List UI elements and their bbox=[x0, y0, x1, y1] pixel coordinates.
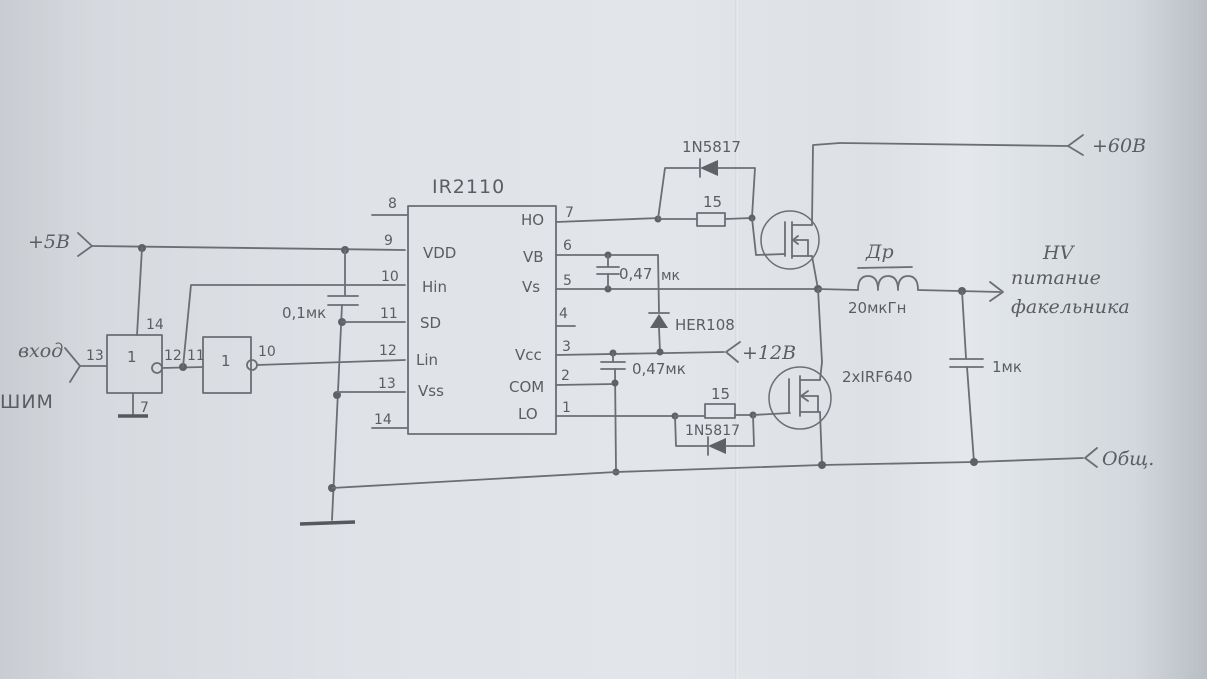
junction bbox=[818, 461, 826, 469]
pin-number: 3 bbox=[562, 339, 571, 355]
pin-number: 10 bbox=[258, 344, 276, 360]
pin-label: COM bbox=[509, 378, 544, 396]
pin-label: Lin bbox=[416, 351, 438, 369]
wire-inv1-vcc bbox=[136, 247, 143, 336]
mosfet-low-side bbox=[768, 366, 832, 430]
plus5v-label: +5В bbox=[28, 231, 70, 253]
diode-boot-label: HER108 bbox=[675, 316, 735, 334]
pin-label: Hin bbox=[422, 278, 447, 296]
diode-icon bbox=[650, 314, 668, 328]
port-arrow-icon bbox=[1067, 134, 1084, 156]
resistor-icon bbox=[696, 212, 726, 227]
pin-number: 11 bbox=[187, 348, 205, 364]
inductor-icon bbox=[857, 275, 919, 291]
inductor-value: 20мкГн bbox=[848, 299, 906, 317]
inverter-2: 1 11 10 bbox=[187, 336, 276, 394]
inversion-bubble-icon bbox=[246, 359, 258, 371]
plus5v-port: +5В bbox=[28, 231, 93, 257]
port-arrow-icon bbox=[725, 341, 741, 363]
pin-label: HO bbox=[521, 211, 544, 229]
junction bbox=[333, 391, 341, 399]
pin-number: 14 bbox=[374, 412, 392, 428]
junction bbox=[656, 348, 664, 356]
ground-icon bbox=[299, 520, 356, 526]
pin-number: 4 bbox=[559, 306, 568, 322]
inductor: Др 20мкГн bbox=[848, 241, 919, 317]
inversion-bubble-icon bbox=[151, 362, 163, 374]
wire-drain-high bbox=[811, 142, 841, 226]
output-label-line3: факельника bbox=[1011, 296, 1130, 318]
output-arrow-icon bbox=[989, 281, 1004, 302]
paper-fold bbox=[735, 0, 738, 679]
inductor-name: Др bbox=[865, 241, 894, 263]
cap-boot-unit: мк bbox=[661, 268, 680, 284]
pin-number: 1 bbox=[562, 400, 571, 416]
wire-hin bbox=[182, 284, 406, 368]
pin-number: 13 bbox=[378, 376, 396, 392]
diode-high-label: 1N5817 bbox=[682, 138, 741, 156]
port-arrow-icon bbox=[77, 232, 93, 257]
pin-label: Vss bbox=[418, 382, 444, 400]
cap-vcc-label: 0,47мк bbox=[632, 360, 686, 378]
inverter-symbol: 1 bbox=[221, 352, 231, 370]
resistor-high-label: 15 bbox=[703, 193, 722, 211]
diode-low-label: 1N5817 bbox=[685, 423, 740, 439]
output-label-hv: HV bbox=[1042, 242, 1076, 264]
mosfet-icon bbox=[768, 366, 832, 430]
wire-lin bbox=[256, 359, 406, 366]
pin-number: 2 bbox=[561, 368, 570, 384]
mosfet-high-side bbox=[760, 210, 820, 270]
pin-label: VB bbox=[523, 248, 544, 266]
cap-boot-label: 0,47 bbox=[619, 265, 652, 283]
wire-60v bbox=[839, 142, 1069, 147]
cap-vdd-label: 0,1мк bbox=[282, 304, 326, 322]
pwm-input-port: вход ШИМ bbox=[0, 340, 108, 413]
pin-label: LO bbox=[518, 405, 538, 423]
pin-number: 7 bbox=[140, 400, 149, 416]
pin-number: 7 bbox=[565, 205, 574, 221]
junction bbox=[611, 379, 619, 387]
wire-switch-node bbox=[817, 288, 823, 363]
mosfet-icon bbox=[760, 210, 820, 270]
port-arrow-icon bbox=[1084, 447, 1098, 468]
pin-number: 9 bbox=[384, 233, 393, 249]
resistor-low-label: 15 bbox=[711, 385, 730, 403]
ir2110-chip: IR2110 8 9 VDD 10 Hin 11 SD 12 Lin 13 Vs… bbox=[371, 176, 819, 435]
pin-number: 12 bbox=[379, 343, 397, 359]
diode-icon bbox=[708, 438, 726, 454]
plus60v-label: +60В bbox=[1092, 135, 1146, 157]
wire-vss-bus bbox=[331, 304, 343, 521]
pwm-label: ШИМ bbox=[0, 391, 54, 413]
input-label: вход bbox=[18, 340, 63, 362]
inverter-body bbox=[106, 334, 163, 394]
pin-number: 6 bbox=[563, 238, 572, 254]
pin-label: Vs bbox=[522, 278, 540, 296]
pin-label: Vcc bbox=[515, 346, 542, 364]
port-arrow-icon bbox=[64, 347, 81, 383]
pin-label: VDD bbox=[423, 244, 456, 262]
pin-label: SD bbox=[420, 314, 441, 332]
pin-number: 13 bbox=[86, 348, 104, 364]
mosfet-label: 2хIRF640 bbox=[842, 368, 913, 386]
pin-number: 10 bbox=[381, 269, 399, 285]
resistor-icon bbox=[704, 403, 736, 419]
output-label-line2: питание bbox=[1011, 267, 1101, 289]
cap-out-label: 1мк bbox=[992, 358, 1022, 376]
pin-number: 12 bbox=[164, 348, 182, 364]
pin-number: 8 bbox=[388, 196, 397, 212]
pin-number: 11 bbox=[380, 306, 398, 322]
junction bbox=[970, 458, 978, 466]
common-label: Общ. bbox=[1102, 448, 1154, 470]
diode-icon bbox=[700, 160, 718, 176]
chip-name: IR2110 bbox=[432, 176, 505, 198]
pin-number: 5 bbox=[563, 273, 572, 289]
inverter-body bbox=[202, 336, 252, 394]
inverter-symbol: 1 bbox=[127, 348, 137, 366]
pin-number: 14 bbox=[146, 317, 164, 333]
inverter-1: 1 14 13 12 7 bbox=[86, 317, 182, 418]
chip-body bbox=[407, 205, 557, 435]
plus12v-label: +12В bbox=[742, 342, 796, 364]
